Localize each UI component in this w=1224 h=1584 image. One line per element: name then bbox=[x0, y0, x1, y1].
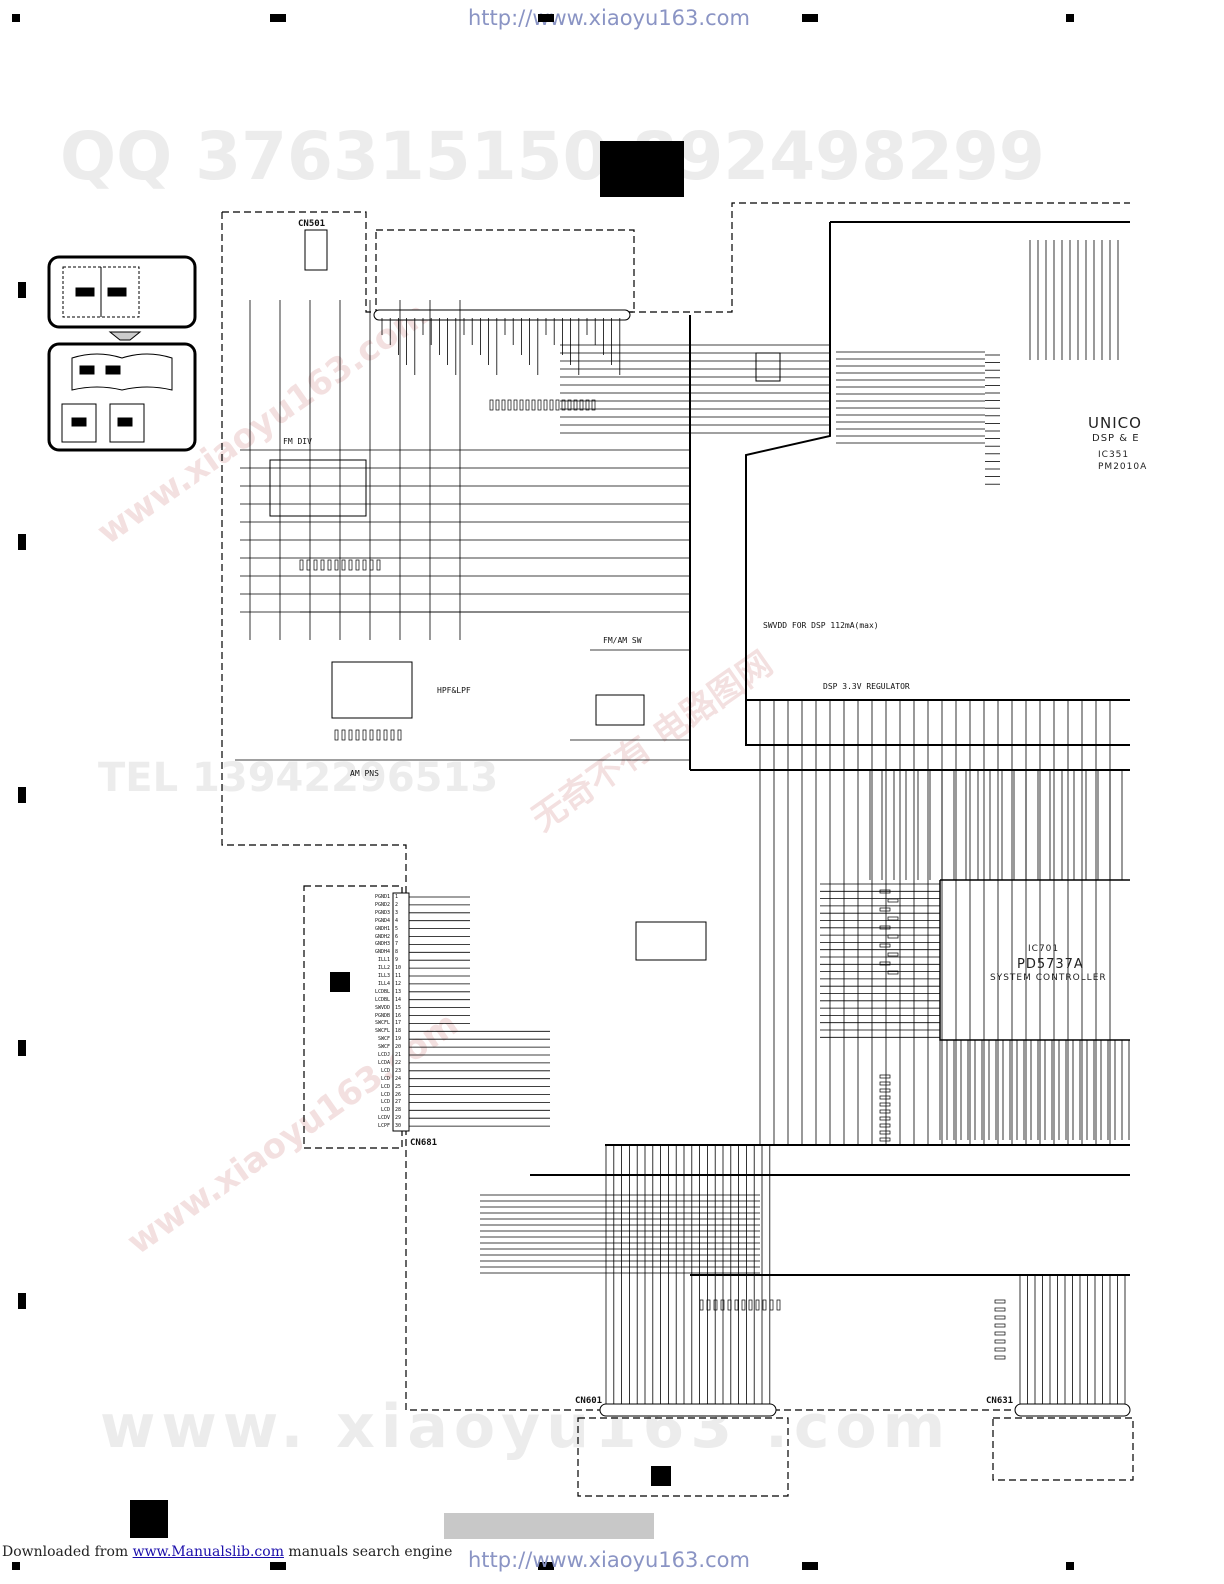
cn681-pin-label: LCPF bbox=[377, 1123, 390, 1130]
cn681-pin-label: LCDBL bbox=[374, 988, 390, 995]
cn681-pin-label: LCD bbox=[380, 1107, 390, 1114]
cn681-pin-label: ILL1 bbox=[377, 957, 390, 964]
cn681-pin-label: SWCFL bbox=[374, 1020, 390, 1027]
cn631-label: CN631 bbox=[986, 1396, 1014, 1406]
ic701-ref: IC701 bbox=[1028, 944, 1060, 954]
section-tag bbox=[600, 141, 684, 197]
footer-prefix: Downloaded from bbox=[2, 1544, 133, 1560]
manualslib-link[interactable]: www.Manualslib.com bbox=[132, 1544, 284, 1560]
cn681-pin-number: 12 bbox=[395, 980, 402, 987]
legend-graphic bbox=[47, 255, 197, 452]
cn681-pin-number: 1 bbox=[395, 894, 399, 900]
cn681-pin-number: 8 bbox=[395, 949, 399, 956]
ic351-line2: DSP & E bbox=[1092, 433, 1140, 444]
ic351-ref: IC351 bbox=[1098, 450, 1130, 460]
cn681-pin-number: 21 bbox=[395, 1052, 402, 1058]
cn501-label: CN501 bbox=[298, 219, 326, 229]
cn681-pin-label: SWVDD bbox=[374, 1004, 390, 1011]
cn681-pin-label: GNDH1 bbox=[374, 925, 390, 932]
cn681-pin-label: LCD bbox=[380, 1083, 390, 1090]
cn681-pin-number: 9 bbox=[395, 957, 399, 964]
cn681-pin-number: 4 bbox=[395, 917, 399, 924]
cn681-pin-label: GNDH2 bbox=[374, 933, 390, 940]
cn601-label: CN601 bbox=[575, 1396, 603, 1406]
cn681-pin-number: 15 bbox=[395, 1004, 402, 1011]
cn681-pin-number: 23 bbox=[395, 1067, 402, 1074]
cn681-pin-number: 30 bbox=[395, 1123, 402, 1130]
cn681-pin-label: LCDV bbox=[377, 1115, 390, 1122]
cn681-pin-label: PGND3 bbox=[374, 909, 390, 916]
cn681-pin-label: PGND1 bbox=[374, 894, 390, 900]
cn681-pin-label: ILL2 bbox=[377, 965, 390, 972]
cn681-pin-number: 14 bbox=[395, 996, 402, 1003]
cn681-pin-number: 29 bbox=[395, 1115, 402, 1122]
cn681-pin-number: 7 bbox=[395, 941, 399, 948]
cn681-pin-label: GNDH4 bbox=[374, 949, 390, 956]
fm-am-sw-label: FM/AM SW bbox=[603, 636, 642, 645]
cn681-pin-number: 20 bbox=[395, 1044, 402, 1051]
cn681-pin-number: 10 bbox=[395, 965, 402, 972]
watermark-top: QQ 376315150 892498299 bbox=[60, 118, 1045, 195]
ic351-name: UNICO bbox=[1088, 414, 1142, 432]
cn681-pin-label: SWCFL bbox=[374, 1028, 390, 1035]
cn681-pin-number: 26 bbox=[395, 1091, 402, 1098]
ic701-part: PD5737A bbox=[1017, 957, 1084, 972]
cn681-pin-label: LCDA bbox=[377, 1059, 390, 1066]
footer-url[interactable]: http://www.xiaoyu163.com bbox=[468, 1548, 750, 1572]
watermark-mid: TEL 13942296513 bbox=[98, 755, 499, 801]
cn681-pin-label: LCD bbox=[380, 1091, 390, 1098]
cn681-pin-label: SWCF bbox=[377, 1036, 390, 1043]
dsp-regulator-label: DSP 3.3V REGULATOR bbox=[823, 682, 910, 691]
cn681-pin-number: 28 bbox=[395, 1107, 402, 1114]
cn681-pin-label: LCDJ bbox=[377, 1052, 390, 1058]
cn681-pin-number: 16 bbox=[395, 1012, 402, 1019]
cn681-pin-number: 19 bbox=[395, 1036, 402, 1043]
cn681-pin-number: 6 bbox=[395, 933, 399, 940]
cn681-pin-label: GNDH3 bbox=[374, 941, 390, 948]
cn681-pin-label: PGND4 bbox=[374, 917, 390, 924]
cn681-pin-number: 25 bbox=[395, 1083, 402, 1090]
cn681-pin-number: 27 bbox=[395, 1099, 402, 1106]
cn681-pin-label: LCD bbox=[380, 1075, 390, 1082]
cn681-pin-number: 24 bbox=[395, 1075, 402, 1082]
cn681-pin-number: 13 bbox=[395, 988, 402, 995]
ic351-part: PM2010A bbox=[1098, 462, 1148, 472]
cn681-label: CN681 bbox=[410, 1138, 438, 1148]
header-url[interactable]: http://www.xiaoyu163.com bbox=[468, 6, 750, 30]
cn681-pin-number: 18 bbox=[395, 1028, 402, 1035]
cn681-pin-number: 3 bbox=[395, 909, 399, 916]
cn681-pin-label: LCDBL bbox=[374, 996, 390, 1003]
cn681-pin-label: PGNDB bbox=[374, 1012, 390, 1019]
footer-suffix: manuals search engine bbox=[283, 1544, 453, 1560]
cn681-pin-number: 17 bbox=[395, 1020, 402, 1027]
hpf-lpf-label: HPF&LPF bbox=[437, 686, 471, 695]
fm-div-label: FM DIV bbox=[283, 437, 312, 446]
cn681-pin-label: ILL3 bbox=[377, 973, 390, 979]
ic701-desc: SYSTEM CONTROLLER bbox=[990, 973, 1107, 983]
cn681-pin-label: PGND2 bbox=[374, 901, 390, 908]
cn681-pin-label: LCD bbox=[380, 1099, 390, 1106]
watermark-bottom: www. xiaoyu163 .com bbox=[100, 1392, 952, 1462]
cn681-pin-number: 5 bbox=[395, 925, 399, 932]
cn681-pin-label: ILL4 bbox=[377, 980, 390, 987]
am-pns-label: AM PNS bbox=[350, 769, 379, 778]
footer-text: Downloaded from www.Manualslib.com manua… bbox=[2, 1544, 452, 1560]
cn681-pin-label: SWCF bbox=[377, 1044, 390, 1051]
registration-marks bbox=[12, 14, 1074, 1570]
cn681-pin-label: LCD bbox=[380, 1067, 390, 1074]
swvdd-label: SWVDD FOR DSP 112mA(max) bbox=[763, 621, 879, 630]
cn681-pin-number: 22 bbox=[395, 1059, 402, 1066]
cn681-pin-number: 11 bbox=[395, 973, 402, 979]
cn681-pin-number: 2 bbox=[395, 901, 399, 908]
